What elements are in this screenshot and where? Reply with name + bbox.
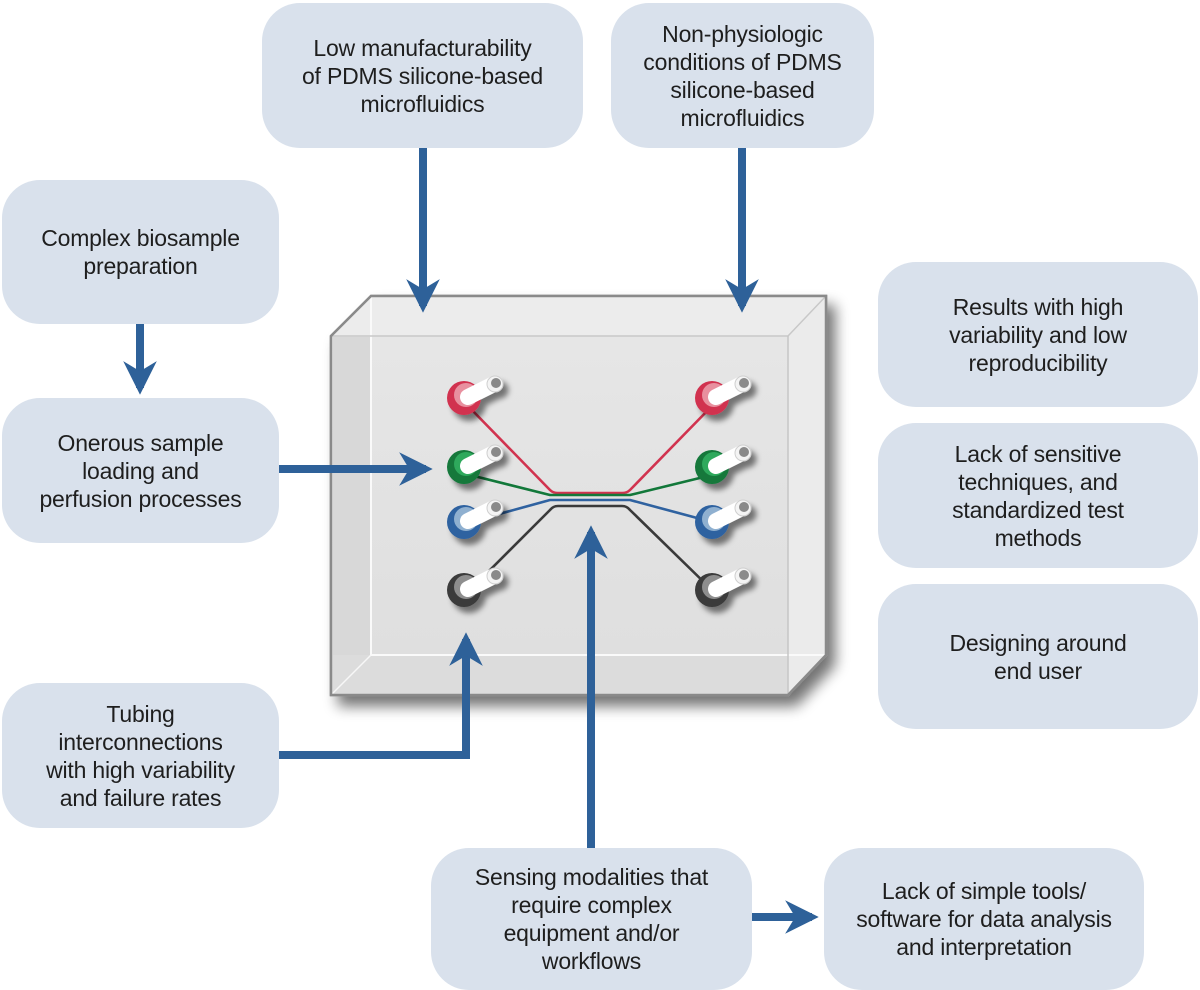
port-red-left: [447, 375, 504, 415]
node-lack-sensitive: Lack of sensitive techniques, and standa…: [878, 423, 1198, 568]
port-black-right: [695, 567, 752, 607]
arrows: [123, 148, 819, 934]
port-red-right: [695, 375, 752, 415]
node-label: Complex biosample preparation: [41, 225, 240, 279]
chip-bottom-inner: [333, 655, 787, 693]
node-results-variability: Results with high variability and low re…: [878, 262, 1198, 407]
node-label: Low manufacturability of PDMS silicone-b…: [301, 34, 544, 117]
tubing-lumen: [739, 502, 749, 512]
channel-black: [469, 504, 713, 591]
channels: [469, 407, 713, 591]
node-onerous-loading: Onerous sample loading and perfusion pro…: [2, 398, 279, 543]
tubing-lumen: [491, 447, 501, 457]
node-designing-user: Designing around end user: [878, 584, 1198, 729]
node-label: Tubing interconnections with high variab…: [46, 700, 235, 811]
chip-right-face: [788, 296, 826, 695]
chip-outline: [329, 294, 828, 697]
node-complex-biosample: Complex biosample preparation: [2, 180, 279, 324]
node-label: Results with high variability and low re…: [949, 293, 1127, 376]
port-blue-right: [695, 499, 752, 539]
port-green-right: [695, 444, 752, 484]
channel-green: [469, 473, 713, 497]
port-blue-left: [447, 499, 504, 539]
channel-red: [469, 407, 711, 495]
ports: [447, 375, 752, 607]
node-label: Sensing modalities that require complex …: [474, 864, 709, 974]
port-black-left: [447, 567, 504, 607]
chip-top-face: [331, 296, 826, 336]
tubing-lumen: [491, 570, 501, 580]
tubing-lumen: [739, 378, 749, 388]
chip-bottom-bevel: [330, 654, 372, 696]
node-sensing: Sensing modalities that require complex …: [431, 848, 752, 990]
node-non-physiologic: Non-physiologic conditions of PDMS silic…: [611, 3, 874, 148]
tubing-lumen: [739, 570, 749, 580]
channel-blue: [469, 498, 713, 524]
node-low-manufacturability: Low manufacturability of PDMS silicone-b…: [262, 3, 583, 148]
arrow-tubing-to-chip: [278, 632, 483, 759]
tubing-lumen: [491, 378, 501, 388]
port-green-left: [447, 444, 504, 484]
chip-left-inner: [333, 337, 371, 693]
node-lack-tools: Lack of simple tools/ software for data …: [824, 848, 1144, 990]
node-label: Lack of sensitive techniques, and standa…: [952, 440, 1124, 551]
node-label: Lack of simple tools/ software for data …: [856, 878, 1112, 960]
node-label: Onerous sample loading and perfusion pro…: [39, 429, 242, 512]
tubing-lumen: [491, 502, 501, 512]
node-label: Designing around end user: [949, 629, 1127, 684]
node-tubing: Tubing interconnections with high variab…: [2, 683, 279, 828]
node-label: Non-physiologic conditions of PDMS silic…: [643, 20, 842, 131]
tubing-lumen: [739, 447, 749, 457]
